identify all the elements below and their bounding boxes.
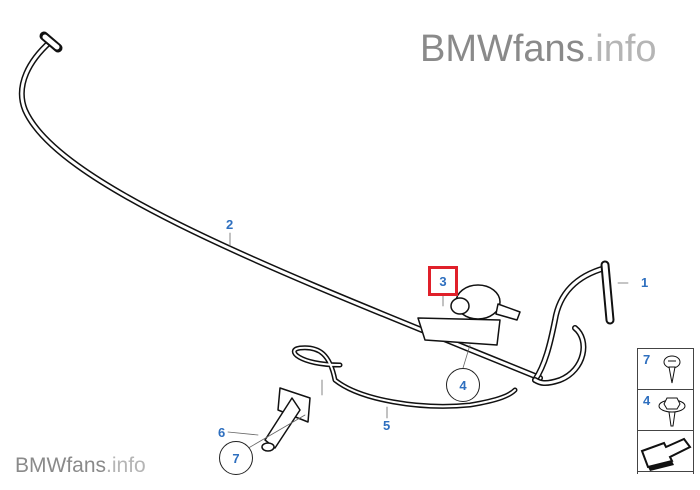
callout-2[interactable]: 2 [226,217,234,232]
collar-screw-icon [658,397,686,427]
arrow-icon [640,437,692,471]
callout-6[interactable]: 6 [218,425,226,440]
legend-row-arrow[interactable] [638,431,693,472]
callout-5[interactable]: 5 [383,418,391,433]
callout-3-highlighted[interactable]: 3 [428,266,458,296]
legend-row-nut-screw[interactable]: 4 [638,390,693,431]
watermark-suffix: .info [584,28,657,70]
fastener-legend: 7 4 [637,348,694,474]
callout-7[interactable]: 7 [219,441,253,475]
legend-row-screw[interactable]: 7 [638,349,693,390]
bracket-6 [261,387,311,452]
callout-1[interactable]: 1 [641,275,649,290]
screw-icon [663,355,681,384]
watermark-suffix: .info [106,454,146,477]
legend-number: 7 [643,352,651,367]
watermark-brand: BMWfans [15,454,107,477]
watermark-top: BMWfans.info [420,28,657,71]
pump-3 [417,284,521,346]
callout-4[interactable]: 4 [446,368,480,402]
watermark-brand: BMWfans [420,28,585,70]
legend-number: 4 [643,393,651,408]
watermark-bottom: BMWfans.info [15,454,146,478]
